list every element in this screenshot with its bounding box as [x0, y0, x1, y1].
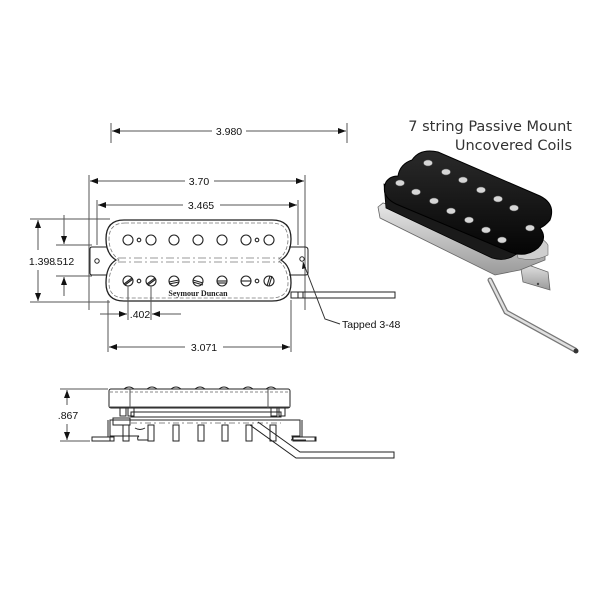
- pickup-outline: [105, 219, 292, 302]
- bottom-coil-screws: [122, 275, 275, 287]
- label-1398: 1.398: [29, 256, 55, 268]
- callout-leader: [302, 261, 341, 325]
- render-lead-wire: [487, 277, 578, 353]
- dim-512: [56, 215, 92, 296]
- right-mount-hole: [299, 256, 305, 262]
- label-867: .867: [58, 410, 79, 422]
- label-3465: 3.465: [188, 200, 214, 212]
- side-lead-wire: [249, 421, 395, 459]
- left-mount-hole: [94, 258, 100, 264]
- left-mount-ear: [89, 246, 107, 276]
- lead-wire: [290, 291, 396, 299]
- top-coil-poles: [122, 234, 275, 246]
- brand-label: Seymour Duncan: [168, 289, 228, 298]
- pickup-3d-render: [377, 150, 579, 354]
- side-pole-tops: [123, 386, 277, 390]
- render-poles: [395, 159, 535, 244]
- dim-370: [88, 175, 306, 310]
- render-bobbin: [383, 150, 553, 255]
- dim-3980: [110, 123, 348, 143]
- dim-3071: [107, 300, 292, 352]
- label-3980: 3.980: [216, 126, 242, 138]
- render-mount-ear: [519, 261, 551, 291]
- right-mount-ear: [289, 246, 309, 276]
- title-line-1: 7 string Passive Mount: [408, 119, 572, 135]
- dim-402: [100, 286, 181, 320]
- label-3071: 3.071: [191, 342, 217, 354]
- side-bobbin: [108, 388, 291, 409]
- callout-tapped: Tapped 3-48: [342, 319, 401, 331]
- dim-1398: [30, 218, 110, 303]
- top-view-drawing: [30, 123, 396, 352]
- label-402: .402: [130, 309, 151, 321]
- product-title: 7 string Passive Mount Uncovered Coils: [360, 118, 572, 156]
- side-view-drawing: [60, 386, 395, 459]
- title-line-2: Uncovered Coils: [454, 138, 572, 154]
- side-right-ear: [292, 436, 316, 442]
- label-512: .512: [54, 256, 75, 268]
- dim-3465: [96, 200, 299, 245]
- label-370: 3.70: [189, 176, 210, 188]
- dim-867: [60, 388, 108, 442]
- side-left-ear: [91, 436, 115, 442]
